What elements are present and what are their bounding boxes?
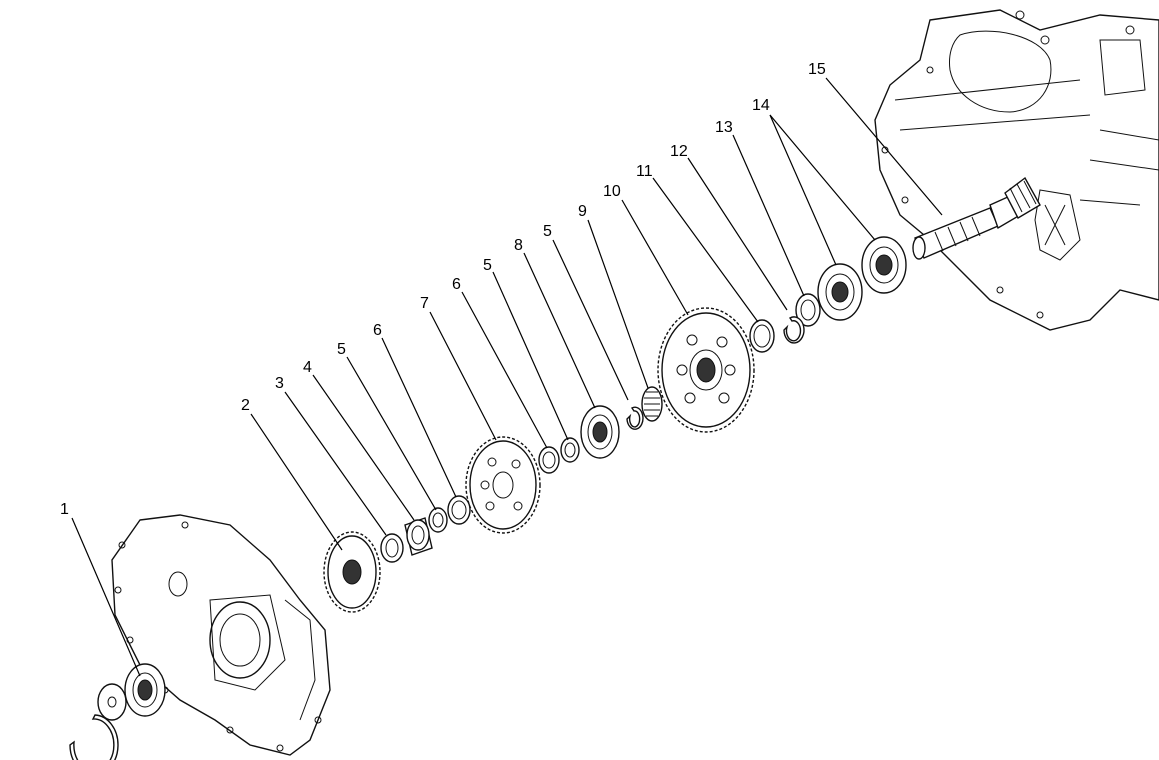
callout-7: 7 (420, 295, 429, 312)
bearing-14-outer (861, 236, 907, 294)
callout-6-a: 6 (373, 322, 382, 339)
callout-5-c: 5 (543, 223, 552, 240)
callout-8: 8 (514, 237, 523, 254)
callout-3: 3 (275, 375, 284, 392)
washer-1 (97, 683, 127, 721)
large-gear-10 (657, 307, 755, 433)
washer-5-middle (560, 437, 580, 463)
callout-9: 9 (578, 203, 587, 220)
washer-13 (795, 293, 821, 327)
snap-ring-12 (783, 316, 805, 344)
small-gear-2 (323, 531, 381, 613)
snap-ring-5-upper (626, 406, 644, 430)
transmission-housing (874, 9, 1159, 331)
washer-3 (380, 533, 404, 563)
callout-10: 10 (603, 183, 621, 200)
bearing-14-inner (817, 263, 863, 321)
callout-5-a: 5 (337, 341, 346, 358)
needle-bearing-9 (641, 386, 663, 422)
callout-6-b: 6 (452, 276, 461, 293)
callout-4: 4 (303, 359, 312, 376)
gear-case-cover (111, 514, 331, 756)
callout-14: 14 (752, 97, 770, 114)
callout-5-b: 5 (483, 257, 492, 274)
ring-11 (749, 319, 775, 353)
callout-13: 13 (715, 119, 733, 136)
callout-11: 11 (636, 163, 653, 180)
callout-2: 2 (241, 397, 250, 414)
spacer-4 (404, 517, 433, 556)
snap-ring-1 (69, 714, 119, 760)
output-shaft (912, 176, 1041, 260)
washer-5-lower (428, 507, 448, 533)
callout-15: 15 (808, 61, 826, 78)
leader-lines (71, 77, 943, 677)
callout-1: 1 (60, 501, 69, 518)
washer-6-upper (538, 446, 560, 474)
washer-6-lower (447, 495, 471, 525)
callout-12: 12 (670, 143, 688, 160)
bearing-8 (580, 405, 620, 459)
bearing-1 (124, 663, 166, 717)
callout-labels: 1 2 3 4 5 6 7 6 5 8 5 9 10 11 12 13 14 1… (60, 61, 826, 518)
medium-gear-7 (465, 436, 541, 534)
